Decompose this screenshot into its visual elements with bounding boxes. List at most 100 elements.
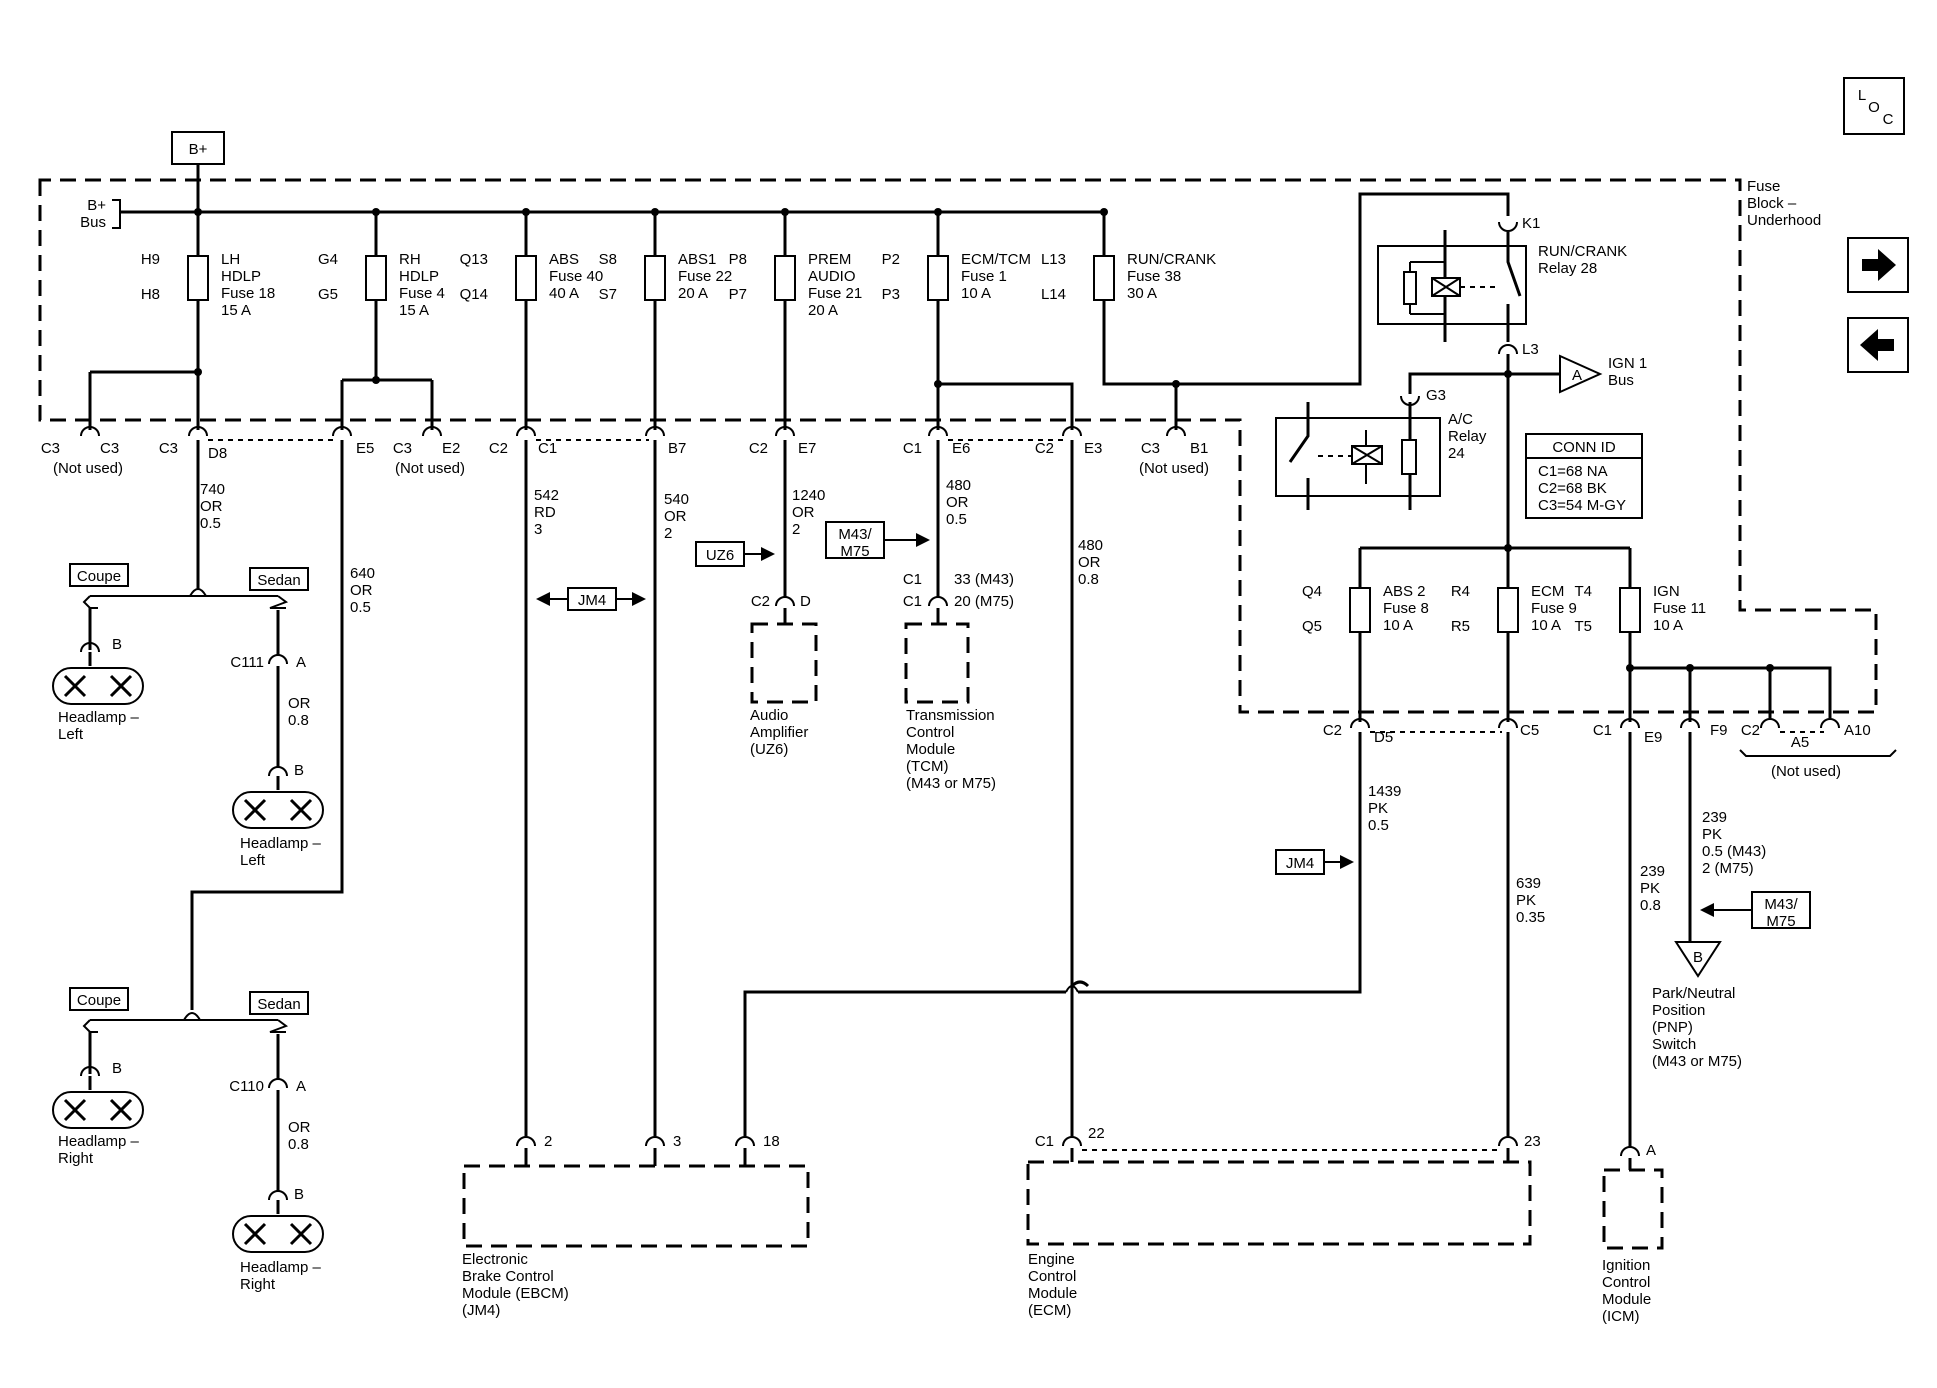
fuse-pin-in: Q13 [460,251,488,268]
connector-conn: C2 [489,440,508,457]
connector-c3-d8 [188,426,208,437]
jm4-option-2 [1275,849,1325,875]
ac-relay-pin: G3 [1426,387,1446,404]
conn-id-row: C3=54 M-GY [1538,497,1626,514]
fuse-pin-out: P3 [882,286,900,303]
bulb-x-icon [243,1222,267,1246]
connector-conn: C3 [159,440,178,457]
connector-conn: C3 [1141,440,1160,457]
terminal [80,1066,100,1077]
connector-pin: B7 [668,440,686,457]
battery-label: B+ [189,141,208,158]
connector-c1-e6 [928,426,948,437]
forward-button[interactable] [1847,237,1909,293]
fuse-pin-out: G5 [318,286,338,303]
conn-id-title: CONN ID [1552,439,1616,456]
relay-k1-pin: K1 [1522,215,1540,232]
connector-pin: A5 [1791,734,1809,751]
pin-label: B [112,636,122,653]
wire-640 [190,440,344,1010]
connector-conn: C2 [1741,722,1760,739]
relay-switch [1506,232,1522,342]
fuse-ecm-tcm [927,255,949,301]
connector-e5 [332,426,352,437]
connector-pin: F9 [1710,722,1728,739]
fuse-rh-hdlp [365,255,387,301]
fuse-abs [515,255,537,301]
pnp-marker-label: B [1693,949,1703,966]
connector-pin: E6 [952,440,970,457]
connector-c3-b1 [1166,426,1186,437]
fuse-pin-out: L14 [1041,286,1066,303]
option-tick [82,595,98,609]
connector-conn: C1 [1035,1133,1054,1150]
not-used-bracket [1739,749,1897,757]
component-label: Headlamp –Right [240,1259,322,1293]
ecm-box [1026,1160,1532,1246]
wire-crossover [1065,985,1079,993]
jm4-option-2-label: JM4 [1286,855,1314,872]
connector-conn: C111 [230,654,264,671]
connector-c2-d5 [1350,718,1370,729]
connector-note: (Not used) [1139,460,1209,477]
relay-k1-terminal [1498,221,1518,232]
connector-c1-e9 [1620,718,1640,729]
pin-label: 33 (M43) [954,571,1014,588]
terminal [1498,1136,1518,1147]
battery-terminal [171,131,225,165]
connector-note: (Not used) [53,460,123,477]
component-label: Headlamp –Left [58,709,140,743]
pin-label: 18 [763,1133,780,1150]
wire-ac-feed [1408,372,1508,394]
arrow-right-icon[interactable] [1862,249,1896,281]
connector-pin: C3 [100,440,119,457]
splice-dot [1686,664,1694,672]
pin-label: A [1646,1142,1656,1159]
fuse-pin-in: Q4 [1302,583,1322,600]
wire-crossover [189,588,207,597]
connector-c2-a5 [1760,718,1780,729]
arrow-left-icon[interactable] [1860,329,1894,361]
conn-id-table [1525,457,1643,519]
back-button[interactable] [1847,317,1909,373]
pin-label: B [294,1186,304,1203]
loc-icon [1843,77,1905,135]
connector-conn: C2 [751,593,770,610]
fuse-prem-audio [774,255,796,301]
coupe-option [69,987,129,1011]
pin-label: 2 [544,1133,552,1150]
connector-b7 [645,426,665,437]
wire-stub [1070,1148,1510,1162]
pin-label: 20 (M75) [954,593,1014,610]
m43m75-arrow-2-head [1700,903,1714,917]
conn-id-title-box [1525,433,1643,459]
connector-pin: C1 [538,440,557,457]
connector-note: (Not used) [395,460,465,477]
jm4-arrow-2-head [1340,855,1354,869]
terminal [516,1136,536,1147]
component-label: Headlamp –Right [58,1133,140,1167]
terminal [268,1078,288,1089]
option-tick [82,1019,98,1033]
pin-label: A [296,654,306,671]
bus-label: B+Bus [80,197,106,231]
relay-coil-x [1431,277,1461,297]
coupe-option-label: Coupe [77,992,121,1009]
relay-resistor [1403,271,1417,305]
connector-pin: D8 [208,445,227,462]
fuse-pin-out: Q5 [1302,618,1322,635]
connector-conn: C2 [1323,722,1342,739]
pin-label: 23 [1524,1133,1541,1150]
ac-relay-coil-x [1351,445,1383,465]
sedan-option-label: Sedan [257,996,300,1013]
